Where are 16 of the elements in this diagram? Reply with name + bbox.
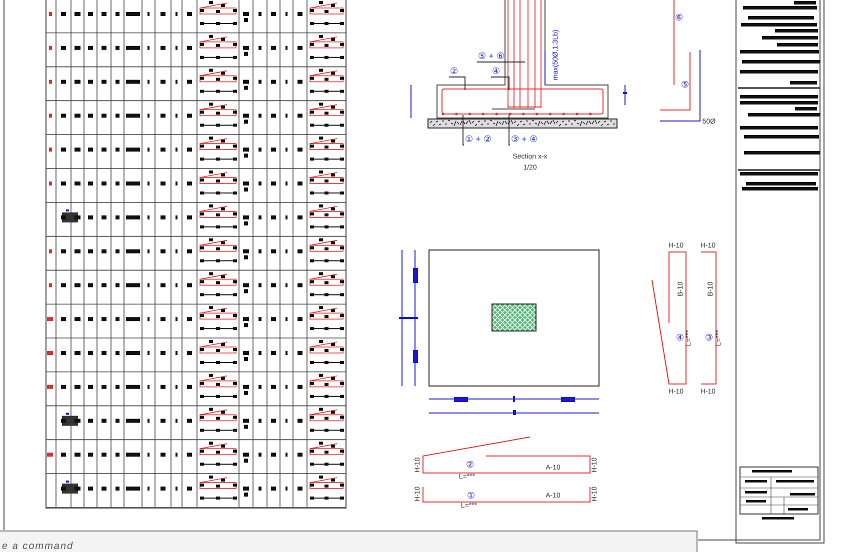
- command-prompt: e a command: [2, 542, 74, 552]
- callout-label: ③ + ④: [510, 134, 538, 145]
- callout-label: ④: [491, 66, 501, 77]
- bar-mark: ⑤: [681, 80, 689, 90]
- leader-line: [508, 114, 510, 146]
- callout-label: ⑤ + ⑥: [477, 51, 506, 62]
- bar-mark: ⑥: [675, 14, 683, 22]
- bar-mark: ①: [467, 492, 475, 500]
- leader-line: [462, 114, 464, 146]
- leader-line: [448, 76, 466, 90]
- leader-line: [490, 76, 510, 90]
- callout-label: ① + ②: [464, 134, 492, 145]
- bar-mark: ④: [676, 334, 684, 342]
- callout-label: ②: [449, 66, 459, 77]
- bar-mark: ③: [705, 334, 713, 342]
- bar-mark: ②: [466, 460, 474, 470]
